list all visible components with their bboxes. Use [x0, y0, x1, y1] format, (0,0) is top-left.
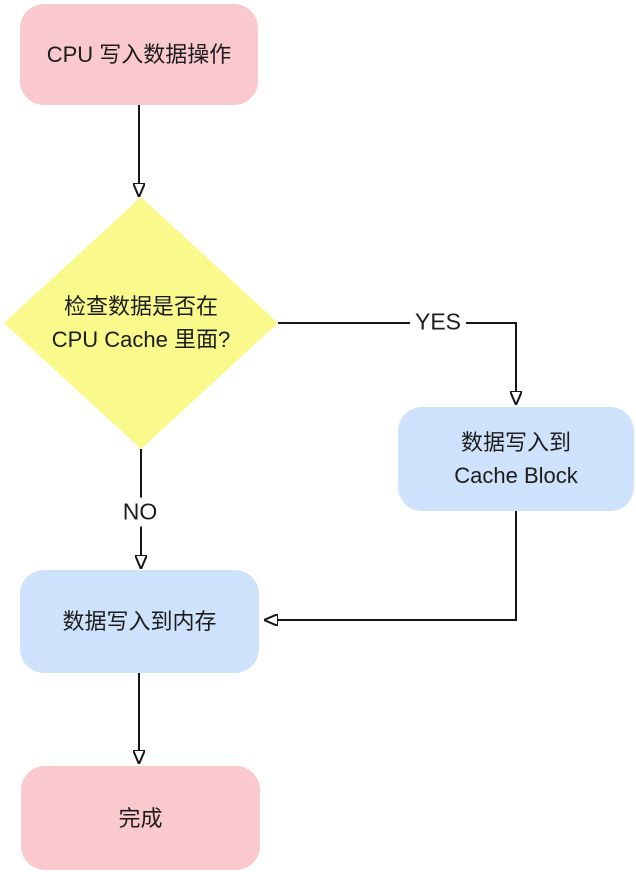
node-cache-label: 数据写入到 Cache Block — [454, 430, 578, 488]
node-done: 完成 — [21, 766, 260, 870]
node-decision-label: 检查数据是否在 CPU Cache 里面? — [51, 294, 231, 352]
node-done-label: 完成 — [118, 805, 163, 831]
edge-label-no: NO — [117, 497, 163, 527]
edge-cache-to-memory — [277, 511, 517, 620]
edge-label-yes: YES — [409, 307, 467, 337]
node-start-cpu-write: CPU 写入数据操作 — [20, 4, 258, 105]
node-memory-label: 数据写入到内存 — [62, 609, 217, 634]
node-start-label: CPU 写入数据操作 — [46, 42, 232, 67]
node-write-memory: 数据写入到内存 — [20, 570, 259, 673]
edge-decision-to-cache-yes — [278, 322, 516, 392]
node-write-cache-block: 数据写入到 Cache Block — [398, 407, 634, 511]
